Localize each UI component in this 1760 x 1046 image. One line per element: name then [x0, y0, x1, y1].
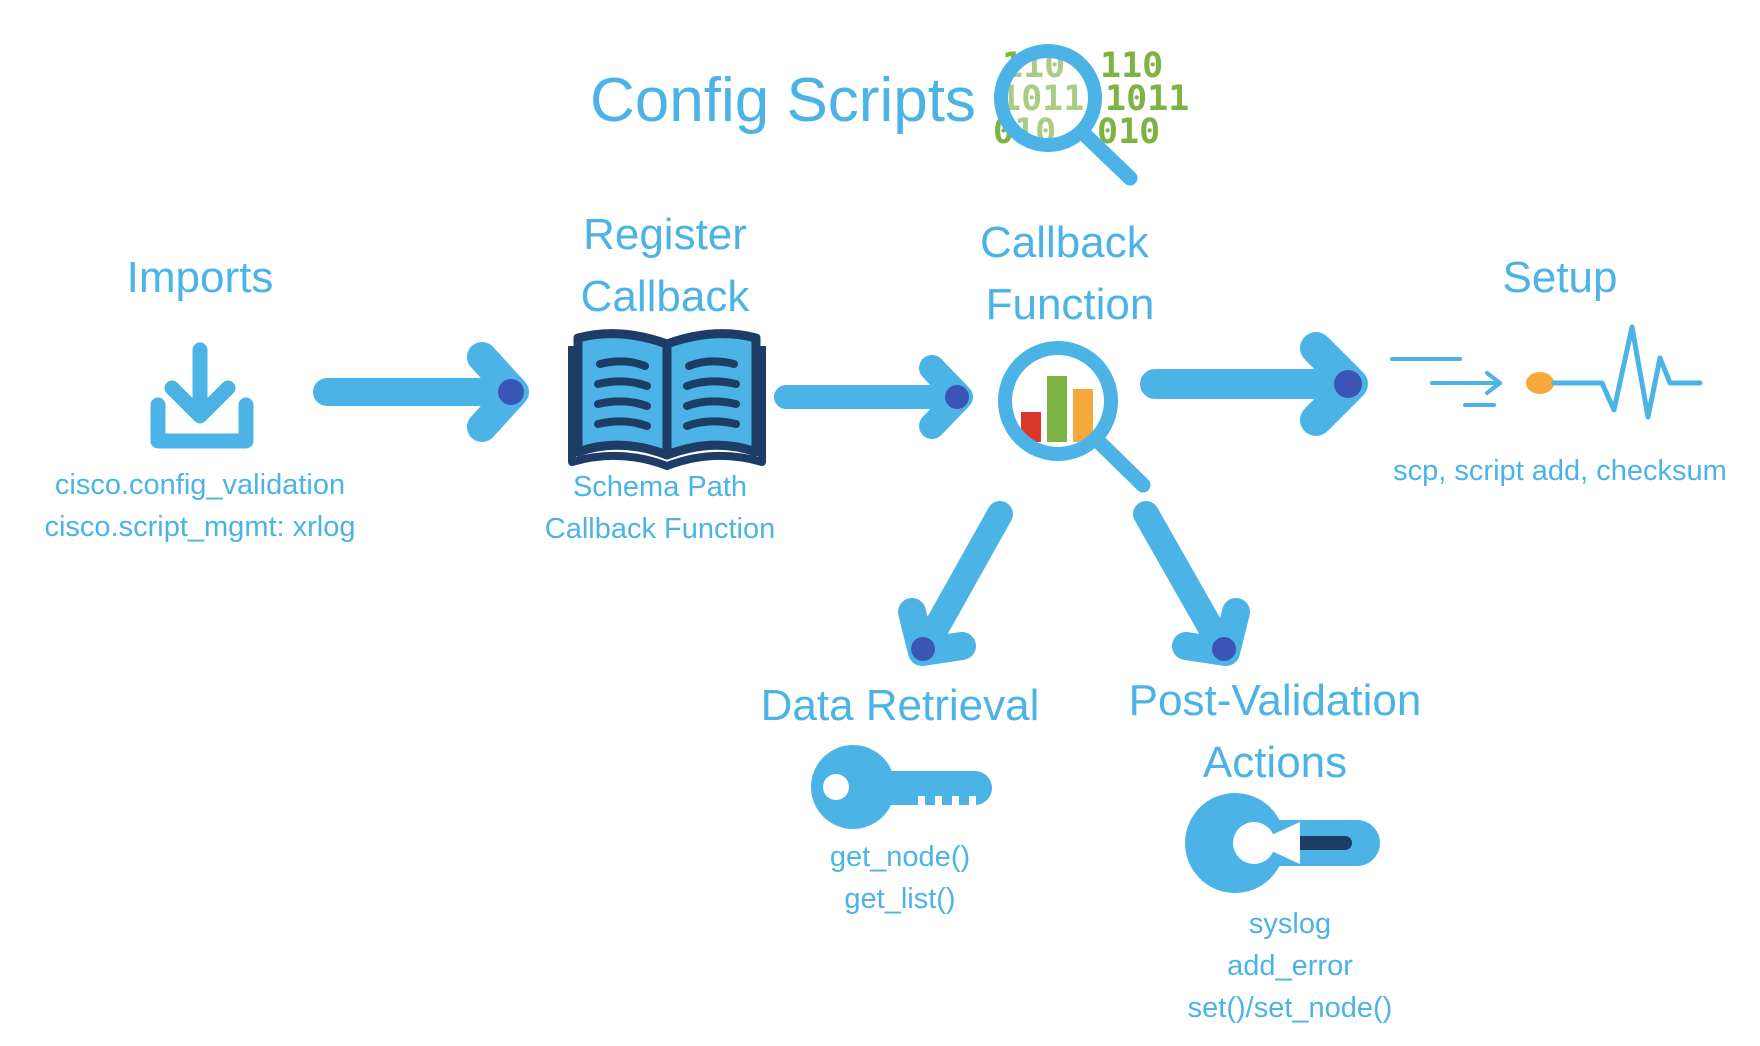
data-retrieval-detail-1: get_node()	[829, 841, 971, 873]
post-validation-heading-line-2: Actions	[1202, 737, 1348, 787]
callback-function-heading-line-1: Callback	[980, 218, 1149, 267]
register-callback-heading: Register Callback	[540, 204, 790, 327]
data-retrieval-details: get_node() get_list()	[800, 836, 1000, 920]
diagram-title: Config Scripts	[590, 66, 976, 135]
setup-detail-1: scp, script add, checksum	[1393, 455, 1727, 487]
arrow-callback-to-post-validation	[1133, 501, 1250, 666]
setup-details: scp, script add, checksum	[1360, 450, 1760, 492]
binary-digits-row-2: 1011	[1000, 79, 1084, 119]
imports-heading: Imports	[126, 253, 274, 302]
key-icon	[811, 745, 992, 829]
book-icon	[568, 329, 766, 470]
magnifier-chart-icon	[998, 341, 1151, 493]
binary-magnifier-icon: 110 110 1011 1011 010 010	[993, 44, 1189, 186]
wrench-icon	[1185, 793, 1380, 893]
download-icon	[150, 342, 254, 449]
callback-function-heading-line-2: Function	[985, 279, 1155, 329]
binary-digits-row-3b: 010	[1097, 112, 1160, 152]
register-callback-heading-line-2: Callback	[580, 271, 750, 321]
pulse-icon	[1390, 324, 1703, 420]
post-validation-detail-2: add_error	[1227, 950, 1353, 983]
binary-digits-row-2b: 1011	[1105, 79, 1189, 119]
arrow-callback-to-data-retrieval	[898, 501, 1013, 666]
post-validation-heading-line-1: Post-Validation	[1128, 676, 1422, 725]
imports-details: cisco.config_validation cisco.script_mgm…	[0, 464, 400, 548]
register-callback-detail-2: Callback Function	[544, 513, 776, 546]
post-validation-detail-1: syslog	[1248, 908, 1332, 940]
setup-heading: Setup	[1502, 253, 1618, 302]
post-validation-heading: Post-Validation Actions	[1100, 670, 1450, 793]
binary-digits-row-1b: 110	[1100, 46, 1163, 86]
register-callback-details: Schema Path Callback Function	[530, 466, 790, 550]
register-callback-heading-line-1: Register	[583, 210, 747, 259]
arrow-imports-to-register	[313, 342, 529, 442]
arrow-callback-to-setup	[1140, 332, 1368, 436]
data-retrieval-heading: Data Retrieval	[760, 681, 1040, 730]
post-validation-detail-3: set()/set_node()	[1187, 992, 1393, 1025]
post-validation-details: syslog add_error set()/set_node()	[1140, 903, 1440, 1029]
imports-detail-2: cisco.script_mgmt: xrlog	[44, 511, 356, 544]
register-callback-detail-1: Schema Path	[572, 471, 748, 503]
arrow-register-to-callback	[774, 355, 973, 439]
data-retrieval-detail-2: get_list()	[844, 883, 956, 916]
callback-function-heading: Callback Function	[945, 212, 1195, 335]
imports-detail-1: cisco.config_validation	[54, 469, 346, 501]
